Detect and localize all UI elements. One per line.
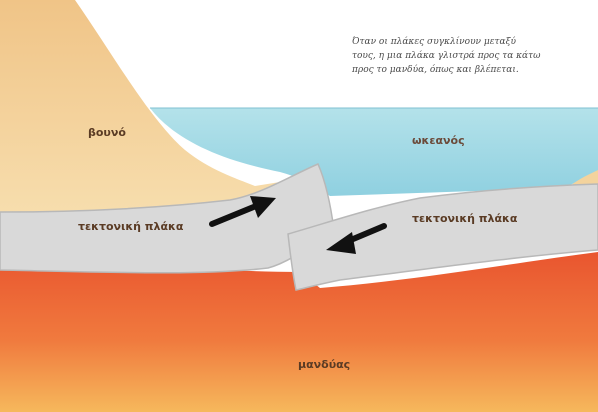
tectonic-plate-right-label: τεκτονική πλάκα	[412, 212, 518, 225]
mantle-label: μανδύας	[298, 358, 350, 371]
tectonic-plate-left-label: τεκτονική πλάκα	[78, 220, 184, 233]
caption-line-3: προς το μανδύα, όπως και βλέπεται.	[351, 64, 519, 75]
caption-line-1: Όταν οι πλάκες συγκλίνουν μεταξύ	[352, 36, 517, 47]
mountain-label: βουνό	[88, 126, 126, 139]
ocean-label: ωκεανός	[412, 134, 465, 147]
caption-line-2: τους, η μια πλάκα γλιστρά προς τα κάτω	[352, 50, 541, 61]
